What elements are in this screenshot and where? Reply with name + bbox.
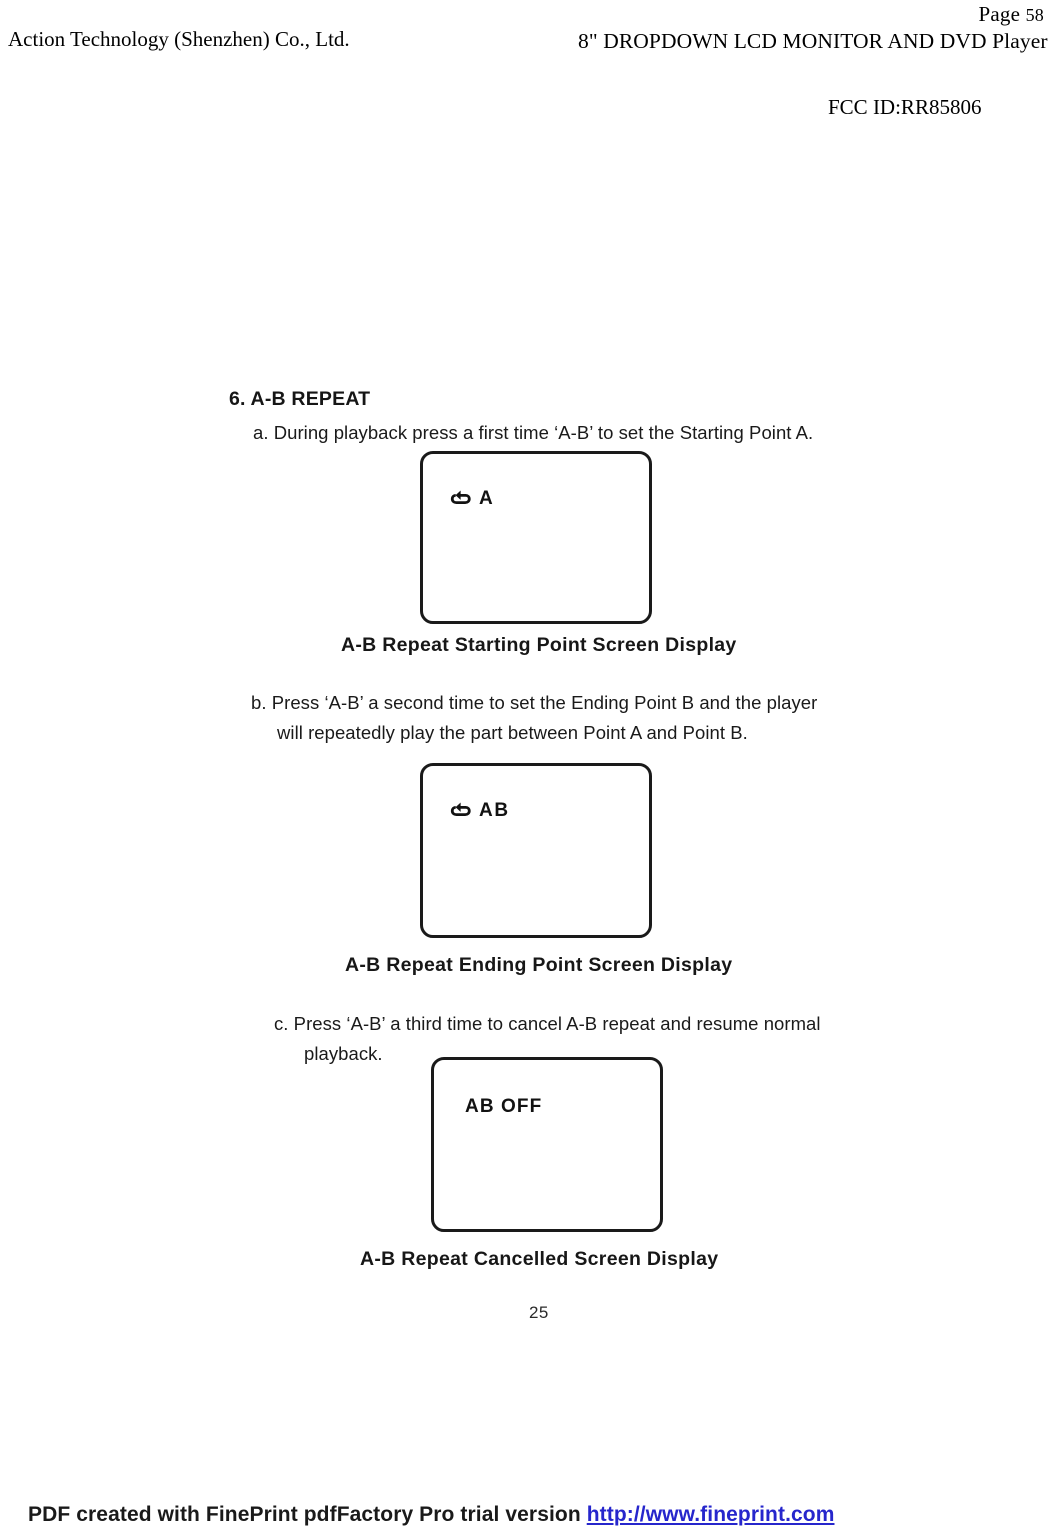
page-header: Page 58 Action Technology (Shenzhen) Co.… <box>0 0 1062 130</box>
screen-display-ending-point: AB <box>420 763 652 938</box>
caption-cancelled: A-B Repeat Cancelled Screen Display <box>360 1248 719 1270</box>
folio-number: 25 <box>529 1303 549 1322</box>
osd-indicator-a: A <box>450 488 494 510</box>
screen-display-starting-point: A <box>420 451 652 624</box>
osd-text-ab: AB <box>479 800 510 821</box>
fineprint-watermark: PDF created with FinePrint pdfFactory Pr… <box>28 1503 834 1527</box>
fineprint-link[interactable]: http://www.fineprint.com <box>586 1503 835 1526</box>
step-b-line2: will repeatedly play the part between Po… <box>277 722 748 743</box>
step-a-line1: a. During playback press a first time ‘A… <box>253 422 814 443</box>
company-name: Action Technology (Shenzhen) Co., Ltd. <box>8 27 350 51</box>
caption-starting-point: A-B Repeat Starting Point Screen Display <box>341 634 737 656</box>
document-body: 6. A-B REPEAT a. During playback press a… <box>229 388 911 1322</box>
screen-display-cancelled: AB OFF <box>431 1057 663 1232</box>
repeat-loop-icon <box>450 489 472 509</box>
osd-indicator-ab: AB <box>450 800 510 822</box>
osd-text-a: A <box>479 488 495 509</box>
step-c-text: c. Press ‘A-B’ a third time to cancel A-… <box>274 1009 894 1069</box>
product-title: 8" DROPDOWN LCD MONITOR AND DVD Player <box>578 29 1048 53</box>
step-c-line2: playback. <box>304 1043 383 1064</box>
step-b-text: b. Press ‘A-B’ a second time to set the … <box>251 688 911 748</box>
page-number-label: Page <box>978 2 1021 26</box>
fcc-id: FCC ID:RR85806 <box>828 95 982 119</box>
page-number: Page 58 <box>979 2 1044 27</box>
osd-text-ab-off: AB OFF <box>465 1096 543 1117</box>
osd-indicator-ab-off: AB OFF <box>465 1096 542 1118</box>
section-heading: 6. A-B REPEAT <box>229 388 371 410</box>
page-number-value: 58 <box>1025 5 1044 25</box>
step-a-text: a. During playback press a first time ‘A… <box>253 418 813 448</box>
step-b-line1: b. Press ‘A-B’ a second time to set the … <box>251 692 818 713</box>
step-c-line1: c. Press ‘A-B’ a third time to cancel A-… <box>274 1013 821 1034</box>
repeat-loop-icon <box>450 801 472 821</box>
watermark-text: PDF created with FinePrint pdfFactory Pr… <box>28 1503 587 1526</box>
caption-ending-point: A-B Repeat Ending Point Screen Display <box>345 954 733 976</box>
